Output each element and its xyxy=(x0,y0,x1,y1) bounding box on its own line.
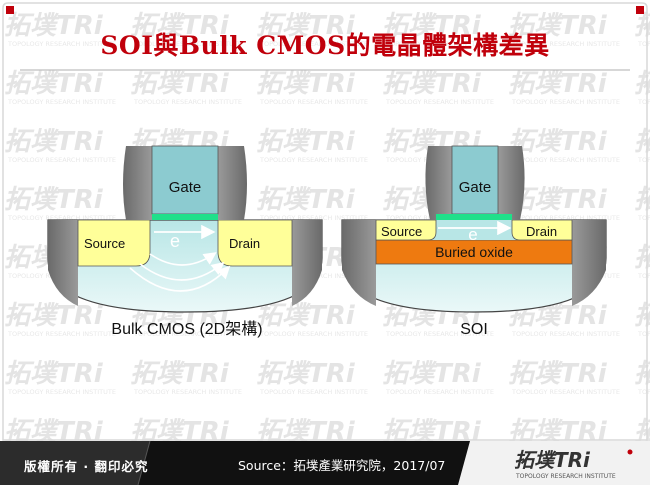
corner-accent-icon xyxy=(636,6,644,14)
bulk-gate-channel xyxy=(152,214,218,220)
soi-oxide-label: Buried oxide xyxy=(435,244,513,260)
footer-bar: 版權所有 · 翻印必究 Source：拓墣產業研究院，2017/07 拓墣TRi… xyxy=(0,441,650,485)
logo-tagline: TOPOLOGY RESEARCH INSTITUTE xyxy=(515,473,616,480)
slide-background: 拓墣TRi TOPOLOGY RESEARCH INSTITUTE xyxy=(0,0,650,441)
soi-gate-channel xyxy=(436,214,512,220)
bulk-cmos-diagram: Gate Source Drain e Bulk CMOS (2D架構) xyxy=(47,145,323,338)
bulk-caption: Bulk CMOS (2D架構) xyxy=(111,320,262,338)
soi-diagram: Gate Source Drain e Buried oxide SOI xyxy=(341,145,607,338)
soi-drain-region xyxy=(511,219,573,241)
bulk-leakage-arrow-1 xyxy=(149,252,217,266)
soi-spacer-right xyxy=(498,146,525,220)
soi-electron-label: e xyxy=(468,225,477,244)
soi-drain-label: Drain xyxy=(526,224,557,239)
bulk-spacer-left xyxy=(123,146,152,220)
soi-gate-label: Gate xyxy=(459,179,492,196)
bulk-spacer-right xyxy=(218,146,247,220)
bulk-electron-label: e xyxy=(170,231,180,251)
soi-source-region xyxy=(375,219,437,241)
bulk-leakage-arrow-2 xyxy=(139,262,225,281)
soi-isolation-left xyxy=(342,220,376,306)
bulk-gate xyxy=(151,145,219,215)
bulk-gate-label: Gate xyxy=(169,179,202,196)
soi-isolation-right xyxy=(572,220,606,306)
source-text: Source：拓墣產業研究院，2017/07 xyxy=(238,458,446,473)
soi-caption: SOI xyxy=(460,321,488,338)
footer-background xyxy=(0,441,650,485)
bulk-isolation-right xyxy=(292,220,322,306)
soi-spacer-left xyxy=(425,146,452,220)
bulk-source-label: Source xyxy=(84,236,125,251)
copyright-text: 版權所有 · 翻印必究 xyxy=(24,459,149,474)
soi-source-label: Source xyxy=(381,224,422,239)
page-title: SOI與Bulk CMOS的電晶體架構差異 xyxy=(100,31,550,60)
tri-logo: 拓墣TRi TOPOLOGY RESEARCH INSTITUTE xyxy=(514,448,633,480)
logo-dot-icon xyxy=(627,449,633,455)
bulk-leakage-arrow-3 xyxy=(129,265,231,292)
bulk-isolation-left xyxy=(48,220,78,306)
logo-brand: 拓墣TRi xyxy=(514,448,591,472)
slide-frame xyxy=(2,2,648,441)
corner-accent-icon xyxy=(6,6,14,14)
bulk-source-region xyxy=(77,219,151,267)
bulk-drain-label: Drain xyxy=(229,236,260,251)
